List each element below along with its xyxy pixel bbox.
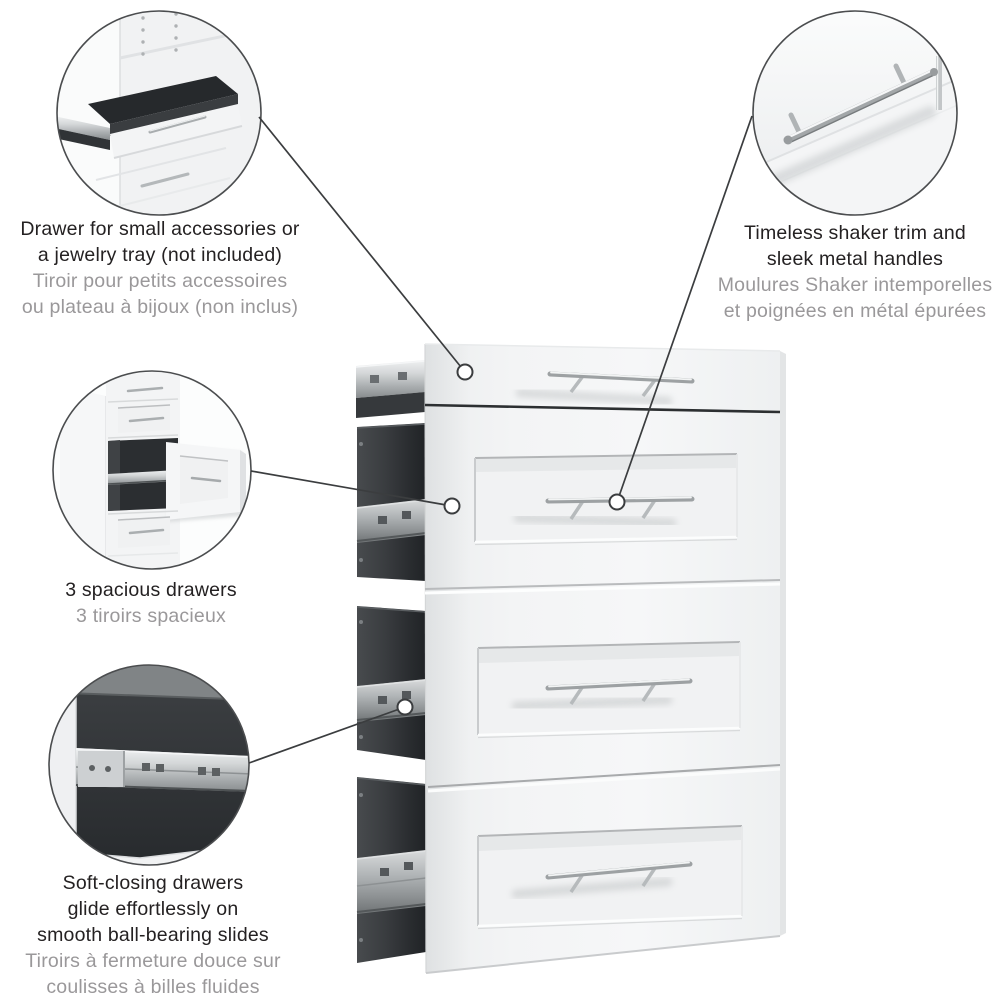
- title-line: Soft-closing drawers: [62, 872, 244, 894]
- drawer-box-2: [356, 606, 427, 760]
- title-line: Timeless shaker trim and: [744, 222, 966, 244]
- marker-accessory-drawer: [456, 363, 474, 381]
- drawer-front-2-panel: [477, 641, 741, 739]
- callout-text-spacious-drawers: 3 spacious drawers 3 tiroirs spacieux: [10, 577, 292, 629]
- callout-photo-metal-handle: [752, 10, 958, 216]
- title-line: Drawer for small accessories or: [20, 218, 300, 240]
- subtitle-line: 3 tiroirs spacieux: [76, 605, 226, 627]
- subtitle-line: Tiroirs à fermeture douce sur: [25, 950, 281, 972]
- marker-metal-handle: [608, 493, 626, 511]
- callout-circle-accessory-drawer: [56, 10, 262, 216]
- marker-spacious-drawers: [443, 497, 461, 515]
- subtitle-line: Tiroir pour petits accessoires: [32, 270, 288, 292]
- title-line: a jewelry tray (not included): [37, 244, 283, 266]
- subtitle-line: coulisses à billes fluides: [46, 976, 260, 998]
- drawer-box-3: [356, 777, 427, 963]
- main-product-image: [355, 343, 786, 974]
- drawer-front-3-panel: [477, 825, 743, 930]
- callout-photo-spacious-drawers: [52, 370, 252, 570]
- drawer-handle-3: [511, 861, 693, 899]
- callout-text-metal-handle: Timeless shaker trim and sleek metal han…: [695, 220, 1000, 324]
- subtitle-line: ou plateau à bijoux (non inclus): [21, 296, 299, 318]
- callout-text-accessory-drawer: Drawer for small accessories or a jewelr…: [0, 216, 320, 320]
- leader-line-spacious-drawers: [250, 470, 453, 507]
- leader-lines: [248, 115, 753, 764]
- subtitle-line: Moulures Shaker intemporelles: [717, 274, 993, 296]
- title-line: smooth ball-bearing slides: [37, 924, 269, 946]
- callout-circle-metal-handle: [752, 10, 958, 216]
- callout-photo-soft-close: [48, 664, 250, 866]
- title-line: 3 spacious drawers: [65, 579, 237, 601]
- title-line: glide effortlessly on: [67, 898, 239, 920]
- drawer-box-top: [355, 360, 426, 418]
- drawer-handle-2: [511, 678, 693, 711]
- marker-soft-close: [396, 698, 414, 716]
- leader-line-accessory-drawer: [258, 116, 466, 373]
- leader-line-metal-handle: [616, 115, 753, 503]
- callout-photo-accessory-drawer: [56, 10, 262, 216]
- drawer-gap-line-1: [424, 403, 781, 414]
- callout-circle-soft-close: [48, 664, 250, 866]
- subtitle-line: et poignées en métal épurées: [723, 300, 987, 322]
- callout-circle-spacious-drawers: [52, 370, 252, 570]
- callout-text-soft-close: Soft-closing drawers glide effortlessly …: [12, 870, 294, 1000]
- leader-markers: [396, 363, 626, 716]
- drawer-box-1: [356, 423, 427, 581]
- title-line: sleek metal handles: [766, 248, 944, 270]
- drawer-handle-top: [515, 371, 695, 406]
- leader-line-soft-close: [248, 706, 406, 764]
